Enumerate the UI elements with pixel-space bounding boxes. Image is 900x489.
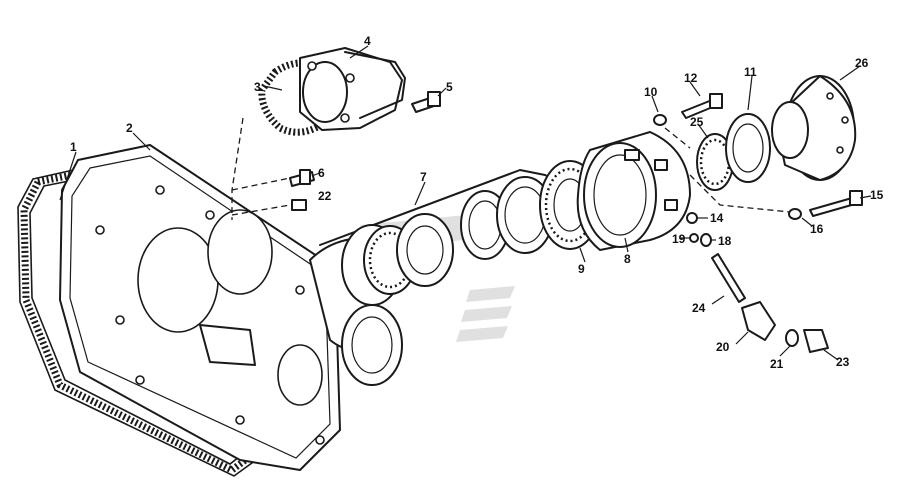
- callout-22: 21: [770, 357, 784, 371]
- bearing-cone-left: [363, 213, 454, 295]
- callout-24: 25: [690, 115, 704, 129]
- bearing-race: [496, 176, 554, 254]
- callout-10: 10: [644, 85, 658, 99]
- elbow-part-21: [741, 301, 776, 341]
- callout-15: 15: [870, 188, 884, 202]
- drum-part-8: [576, 131, 691, 251]
- callout-2: 2: [126, 121, 133, 135]
- callout-23: 23: [836, 355, 850, 369]
- callout-3: 3: [254, 80, 261, 94]
- washer-part-10: [653, 114, 667, 126]
- callout-5: 5: [446, 80, 453, 94]
- callout-12: 12: [684, 71, 698, 85]
- cover-flange-part-4: [258, 47, 406, 136]
- bolt-part-12: [681, 93, 723, 119]
- plug-part-20: [291, 199, 307, 211]
- callout-9: 9: [578, 262, 585, 276]
- washer-part-22: [785, 329, 799, 347]
- callout-6: 6: [318, 166, 325, 180]
- washer-part-19: [689, 233, 699, 243]
- callout-4: 4: [364, 34, 371, 48]
- bolt-part-15: [809, 190, 863, 217]
- callout-11: 11: [744, 65, 757, 79]
- callout-21: 20: [716, 340, 730, 354]
- end-flange-part-26: [771, 75, 857, 181]
- callout-1: 1: [70, 140, 77, 154]
- callout-16: 16: [810, 222, 824, 236]
- housing-plate-part-2: [59, 144, 341, 471]
- plug-part-14: [686, 212, 698, 224]
- washer-part-16: [788, 208, 802, 220]
- callout-7: 7: [420, 170, 427, 184]
- callout-20: 22: [318, 189, 332, 203]
- callout-18: 18: [718, 234, 732, 248]
- callout-26: 26: [855, 56, 869, 70]
- leader-lines: [59, 45, 872, 361]
- callout-19: 19: [672, 232, 686, 246]
- plug-part-23: [803, 329, 829, 353]
- bolt-part-6: [289, 169, 315, 187]
- nipple-part-18: [700, 233, 712, 247]
- pipe-part-25: [711, 253, 746, 303]
- callout-8: 8: [624, 252, 631, 266]
- ring-part-11: [725, 113, 771, 183]
- callout-25: 24: [692, 301, 706, 315]
- bolt-part-5: [411, 91, 441, 113]
- callout-14: 14: [710, 211, 724, 225]
